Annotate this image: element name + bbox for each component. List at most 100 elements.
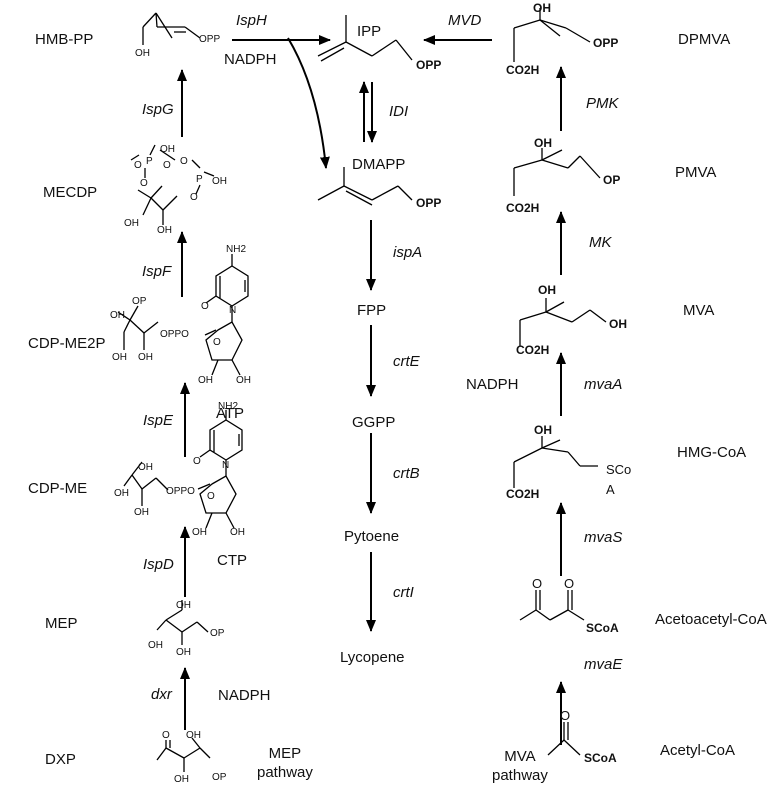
metabolite-pmva: PMVA [675, 164, 717, 181]
atom-oh: OH [148, 640, 163, 651]
cofactor-nadph-isph: NADPH [224, 51, 277, 68]
atom-scoa: SCoA [586, 621, 619, 635]
enzyme-ispe: IspE [143, 412, 174, 429]
atom-opp: OPP [593, 36, 618, 50]
atom-co2h: CO2H [516, 343, 549, 357]
atom-oh: OH [192, 527, 207, 538]
atom-n: N [229, 305, 236, 316]
mva-pathway-label: MVA pathway [492, 748, 548, 786]
atom-o: O [134, 160, 142, 171]
cdpme2p-structure [117, 254, 249, 376]
atom-oh: OH [114, 488, 129, 499]
atom-oh: OH [138, 462, 153, 473]
atom-o: O [140, 178, 148, 189]
mva-structure [519, 298, 607, 346]
atom-oh: OH [157, 225, 172, 236]
enzyme-ispg: IspG [142, 101, 174, 118]
atom-p: P [196, 174, 203, 185]
arrow-hmbpp-to-dmapp [287, 37, 330, 169]
atom-nh2: NH2 [226, 244, 246, 255]
atom-opp: OPP [199, 34, 220, 45]
dpmva-structure [513, 8, 591, 62]
atom-oh: OH [110, 310, 125, 321]
atom-o: O [190, 192, 198, 203]
atom-co2h: CO2H [506, 487, 539, 501]
mva-pathway-label-line1: MVA [504, 748, 536, 765]
cofactor-nadph-mvaa: NADPH [466, 376, 519, 393]
enzyme-ispf: IspF [142, 263, 172, 280]
atom-n: N [222, 460, 229, 471]
atom-p: P [146, 156, 153, 167]
atom-oh: OH [186, 730, 201, 741]
metabolite-ipp: IPP [357, 23, 382, 40]
atom-o: O [532, 576, 542, 591]
atom-oh: OH [212, 176, 227, 187]
hmgcoa-structure [513, 436, 598, 488]
metabolite-acetoacetylcoa: Acetoacetyl-CoA [655, 611, 767, 628]
enzyme-crte: crtE [393, 353, 420, 370]
atom-scoa: SCoA [584, 751, 617, 765]
mep-pathway-label-line1: MEP [268, 745, 302, 762]
mva-pathway-label-line2: pathway [492, 766, 548, 784]
atom-o: O [213, 337, 221, 348]
enzyme-crti: crtI [393, 584, 414, 601]
metabolite-cdpme2p: CDP-ME2P [28, 335, 106, 352]
atom-o: O [564, 576, 574, 591]
atom-nh2: NH2 [218, 401, 238, 412]
atom-oh: OH [135, 48, 150, 59]
enzyme-isph: IspH [236, 12, 267, 29]
acetoacetylcoa-structure [519, 590, 585, 621]
atom-a: A [606, 482, 615, 497]
enzyme-ispa: ispA [393, 244, 423, 261]
hmbpp-structure [142, 12, 201, 45]
metabolite-mep: MEP [45, 615, 78, 632]
atom-co2h: CO2H [506, 201, 539, 215]
metabolite-dpmva: DPMVA [678, 31, 731, 48]
enzyme-ispd: IspD [143, 556, 174, 573]
metabolite-hmgcoa: HMG-CoA [677, 444, 747, 461]
atom-oh: OH [138, 352, 153, 363]
atom-oh: OH [176, 647, 191, 658]
acetylcoa-structure [547, 722, 581, 756]
metabolite-pytoene: Pytoene [344, 528, 400, 545]
dxp-structure [156, 737, 211, 772]
atom-o: O [201, 301, 209, 312]
atom-o: O [193, 456, 201, 467]
atom-co2h: CO2H [506, 63, 539, 77]
atom-op: OP [210, 628, 225, 639]
atom-oppo: OPPO [166, 486, 195, 497]
cofactor-ctp: CTP [217, 552, 247, 569]
enzyme-mvaa: mvaA [584, 376, 623, 393]
structure-bonds [117, 8, 607, 772]
enzyme-dxr: dxr [151, 686, 172, 703]
atom-op: OP [603, 173, 620, 187]
metabolite-ggpp: GGPP [352, 414, 396, 431]
atom-oh: OH [174, 774, 189, 785]
pmva-structure [513, 148, 601, 196]
atom-o: O [163, 160, 171, 171]
atom-op: OP [132, 296, 147, 307]
cdpme-structure [123, 410, 243, 529]
cofactor-atp: ATP [216, 405, 245, 422]
atom-sco: SCo [606, 462, 631, 477]
metabolite-dxp: DXP [45, 751, 76, 768]
metabolite-acetylcoa: Acetyl-CoA [660, 742, 736, 759]
atom-oppo: OPPO [160, 329, 189, 340]
enzyme-mk: MK [589, 234, 612, 251]
reaction-arrows [177, 35, 566, 745]
enzyme-mvae: mvaE [584, 656, 623, 673]
mep-pathway-label: MEP pathway [257, 745, 313, 783]
atom-oh: OH [533, 1, 551, 15]
atom-oh: OH [609, 317, 627, 331]
atom-oh: OH [534, 423, 552, 437]
structure-atoms: OPP OH OPP OPP OH P O O O O P OH O OH OH… [110, 1, 631, 785]
atom-oh: OH [134, 507, 149, 518]
atom-oh: OH [230, 527, 245, 538]
mecdp-structure [130, 144, 215, 225]
metabolite-cdpme: CDP-ME [28, 480, 88, 497]
enzyme-mvas: mvaS [584, 529, 623, 546]
atom-op: OP [212, 772, 227, 783]
atom-oh: OH [198, 375, 213, 386]
cofactor-nadph-dxr: NADPH [218, 687, 271, 704]
ipp-structure [317, 15, 413, 62]
